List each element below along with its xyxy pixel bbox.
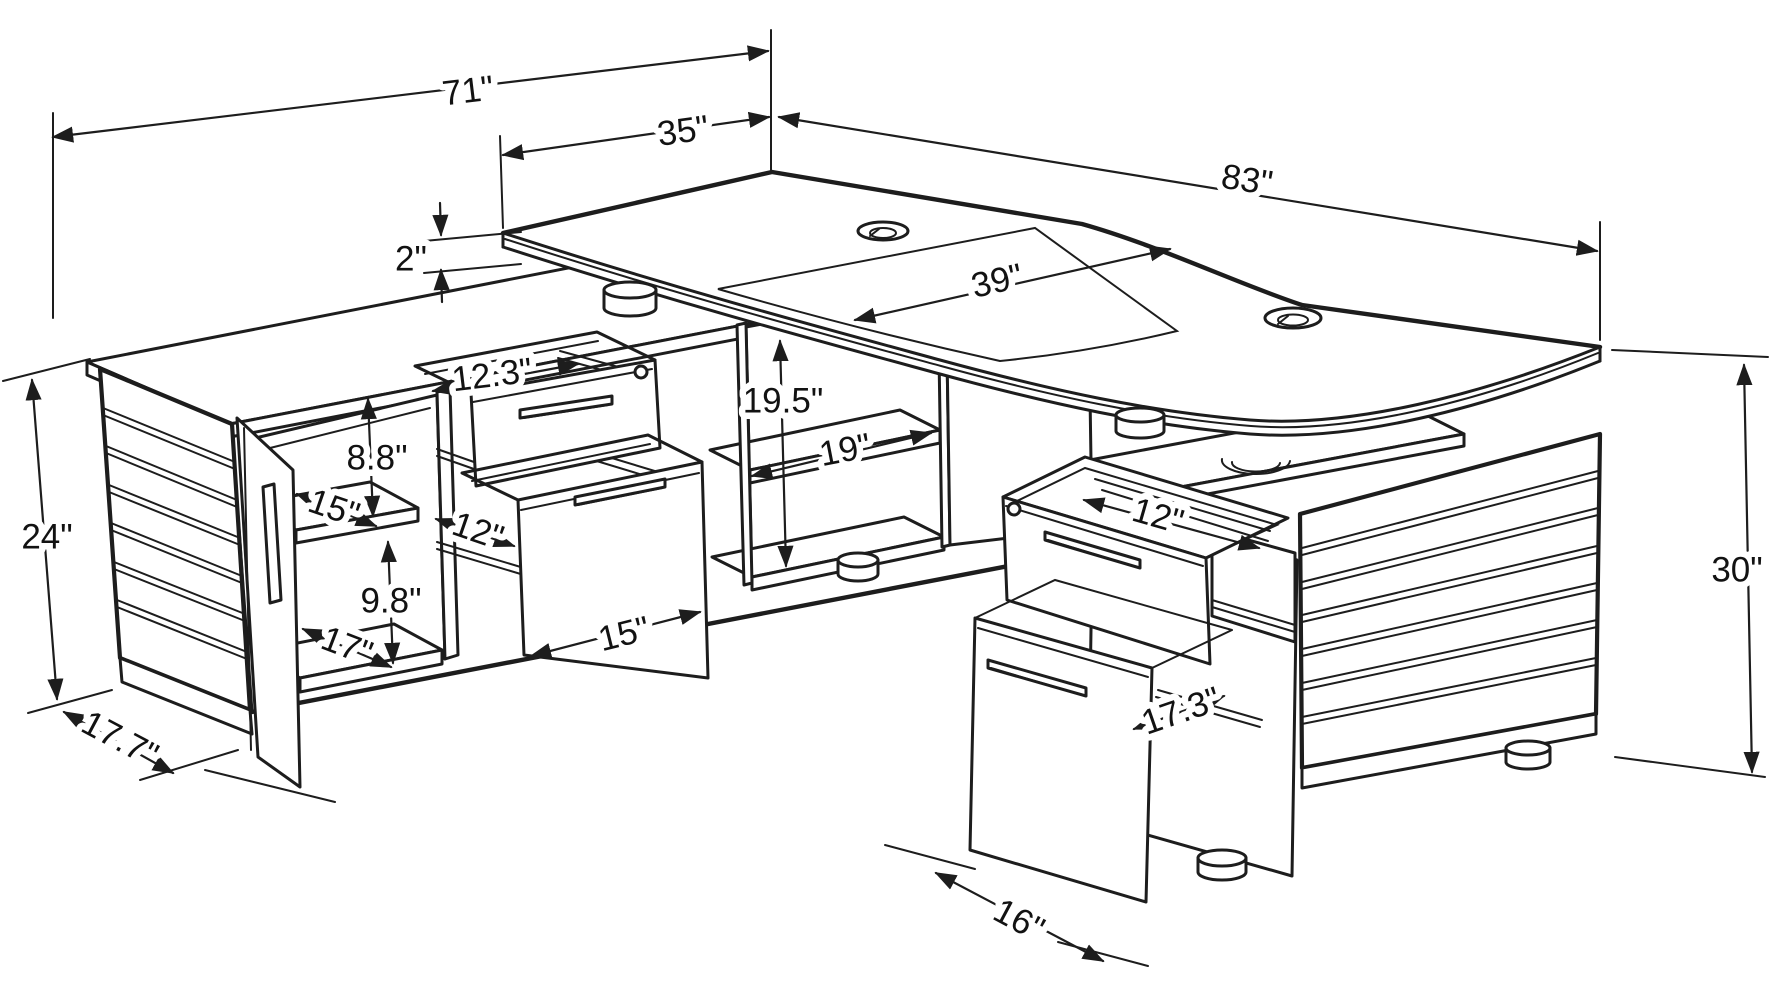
- dim-30: 30": [1705, 363, 1769, 774]
- pedestal-foot-top: [1196, 848, 1248, 868]
- dim-17-7: 17.7": [62, 696, 175, 782]
- dim-label-19-5: 19.5": [743, 382, 824, 421]
- desktop-tip-edges: [501, 231, 1602, 363]
- desktop-edge-profile: [504, 238, 1599, 429]
- desktop-band-bottom: [501, 245, 1602, 437]
- partition-2: [735, 321, 754, 587]
- pedestal: [968, 400, 1603, 904]
- desktop-front-edge: [501, 231, 1602, 423]
- dim-24: 24": [15, 378, 79, 701]
- dim-label-24: 24": [21, 518, 72, 557]
- grommet-left: [856, 220, 910, 242]
- pencil-drawer-lock: [633, 364, 649, 380]
- pedestal-file-drawer: [968, 578, 1233, 904]
- dim-19-5: 19.5": [736, 339, 830, 568]
- pedestal-plinth: [1300, 712, 1598, 790]
- desktop-riser-right: [1114, 406, 1166, 440]
- credenza-plinth: [118, 656, 254, 736]
- dim-label-35: 35": [655, 108, 711, 154]
- dim-16: 16": [934, 871, 1105, 963]
- box-drawer-body: [460, 433, 704, 502]
- dim-label-71: 71": [440, 69, 496, 114]
- dim-9-8: 9.8": [354, 540, 428, 665]
- pencil-drawer-handle: [518, 394, 614, 420]
- cable-notch: [1220, 458, 1291, 476]
- desktop-surface-contour: [717, 226, 1180, 363]
- grommet-right: [1263, 306, 1323, 330]
- file-drawer-handle: [986, 658, 1088, 698]
- door-handle: [261, 482, 283, 605]
- dim-label-2: 2": [395, 240, 427, 279]
- dim-label-83: 83": [1219, 157, 1276, 204]
- dim-label-30: 30": [1711, 551, 1762, 590]
- dim-label-16: 16": [987, 891, 1051, 950]
- file-drawer-front: [968, 616, 1154, 904]
- dim-2: 2": [389, 201, 450, 304]
- pedestal-slat-panel: [1297, 431, 1603, 771]
- credenza-slat-grooves: [102, 407, 248, 660]
- dim-label-17-7: 17.7": [75, 703, 164, 775]
- cabinet-door: [204, 416, 336, 803]
- box-drawer-handle: [573, 477, 667, 507]
- pedestal-foot2-top: [1504, 739, 1552, 757]
- pedestal-slat-grooves: [1301, 470, 1599, 725]
- dim-label-8-8: 8.8": [346, 439, 407, 478]
- dim-label-9-8: 9.8": [360, 582, 421, 621]
- dim-label-12-left: 12": [447, 504, 508, 558]
- desktop-riser-left: [602, 280, 658, 318]
- door-floor-line: [204, 769, 336, 803]
- dim-35: 35": [501, 102, 771, 160]
- cubby-foot-top: [836, 551, 880, 569]
- pedestal-drawer-lock: [1006, 501, 1022, 517]
